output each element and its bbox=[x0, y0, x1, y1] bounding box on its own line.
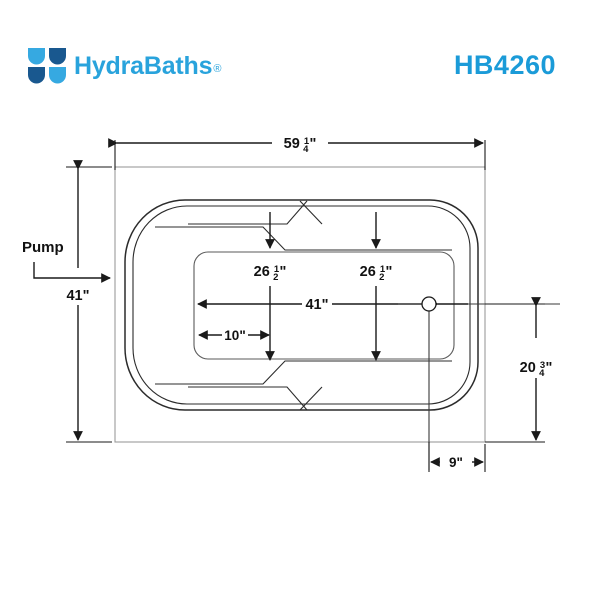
page-header: HydraBaths® HB4260 bbox=[0, 0, 600, 108]
registered-trademark-icon: ® bbox=[213, 62, 222, 75]
dimension-drain-from-right-label: 9" bbox=[449, 455, 463, 470]
dimension-basin-length-label: 41" bbox=[305, 297, 328, 313]
dimension-overall-depth-label: 41" bbox=[66, 288, 89, 304]
armrest-step-top bbox=[155, 200, 452, 251]
dimension-basin-edge-offset: 10" bbox=[198, 328, 270, 343]
dimension-basin-edge-offset-label: 10" bbox=[224, 328, 245, 343]
pump-label: Pump bbox=[22, 239, 64, 256]
model-code-title: HB4260 bbox=[453, 50, 556, 80]
dimension-basin-length: 41" bbox=[197, 297, 424, 313]
tub-rim-outline bbox=[124, 199, 479, 411]
brand-logo: HydraBaths® bbox=[28, 48, 221, 84]
armrest-step-bottom bbox=[155, 360, 452, 411]
pump-callout: Pump bbox=[22, 239, 111, 283]
dimension-drain-from-right: 9" bbox=[428, 442, 486, 472]
four-petal-square-logo-icon bbox=[28, 48, 66, 84]
brand-wordmark: HydraBaths® bbox=[74, 51, 222, 80]
dimension-overall-depth: 41" bbox=[66, 160, 112, 443]
brand-name-text: HydraBaths bbox=[74, 51, 213, 80]
tub-basin-outline bbox=[193, 251, 455, 360]
